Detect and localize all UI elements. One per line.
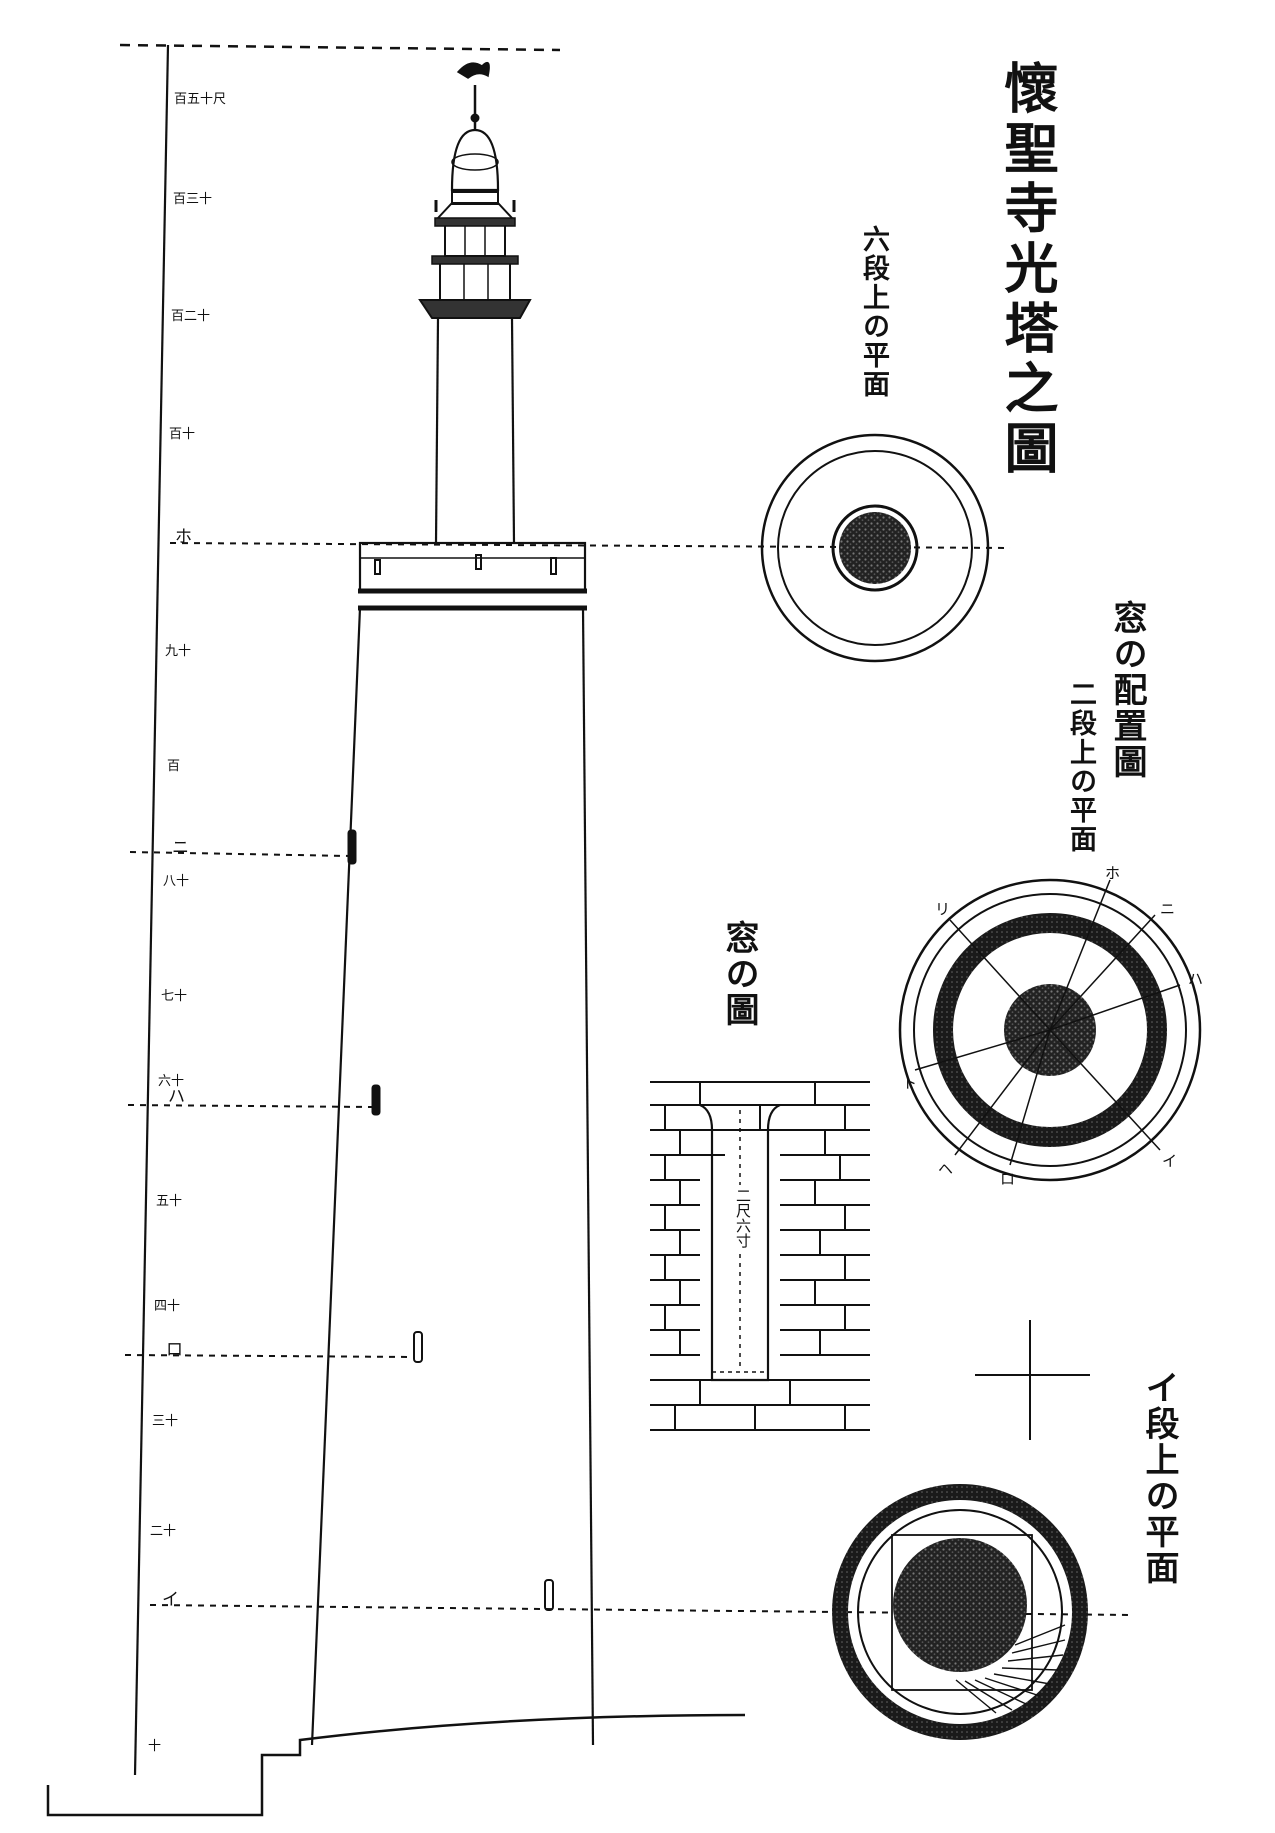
plan-level-i xyxy=(832,1484,1088,1740)
center-cross-mark xyxy=(975,1320,1090,1440)
window-detail xyxy=(650,1081,870,1431)
scale-tick: 六十 xyxy=(158,1074,185,1089)
scale-tick: 四十 xyxy=(154,1299,181,1314)
scale-tick: 百 xyxy=(167,759,181,774)
level-mark: イ xyxy=(162,1590,179,1610)
window-title: 窓の圖 xyxy=(719,920,759,1028)
scale-tick: 七十 xyxy=(161,989,188,1004)
window-plan-mark: ニ xyxy=(1160,900,1176,918)
window-layout-title: 窓の配置圖 xyxy=(1107,600,1147,780)
scale-tick: 九十 xyxy=(165,644,192,659)
height-scale-ruler xyxy=(119,43,561,1776)
level-mark: ロ xyxy=(166,1340,183,1360)
plan-second-label: 二段上の平面 xyxy=(1065,680,1096,854)
plan-level-six xyxy=(760,433,990,663)
scale-tick: 百三十 xyxy=(173,192,213,207)
window-plan-mark: ハ xyxy=(1188,970,1204,988)
scale-tick: 百五十尺 xyxy=(174,92,227,107)
window-plan-mark: ホ xyxy=(1105,864,1121,882)
window-dimension: 二尺六寸 xyxy=(733,1185,754,1251)
level-lines xyxy=(124,542,1131,1616)
level-mark: ハ xyxy=(168,1087,185,1107)
window-plan-mark: ト xyxy=(902,1074,918,1092)
window-plan-mark: リ xyxy=(935,900,951,918)
plan-base-label: イ段上の平面 xyxy=(1139,1370,1179,1586)
scale-tick: 五十 xyxy=(156,1194,183,1209)
scale-tick: 八十 xyxy=(163,874,190,889)
plan-top-label: 六段上の平面 xyxy=(858,225,889,399)
scale-tick: 二十 xyxy=(150,1524,177,1539)
plan-level-two xyxy=(898,878,1202,1182)
window-plan-mark: イ xyxy=(1162,1152,1178,1170)
drawing-title: 懷聖寺光塔之圖 xyxy=(995,60,1059,480)
minaret-elevation xyxy=(310,61,595,1746)
scale-tick: 三十 xyxy=(152,1414,179,1429)
scale-tick: 百二十 xyxy=(171,309,211,324)
ground-line xyxy=(46,1713,746,1817)
scale-tick: 百十 xyxy=(169,427,196,442)
level-mark: ニ xyxy=(172,838,189,858)
window-plan-mark: ヘ xyxy=(938,1160,954,1178)
level-mark: ホ xyxy=(175,527,192,547)
scale-tick: 十 xyxy=(148,1739,162,1754)
window-plan-mark: ロ xyxy=(1000,1170,1016,1188)
